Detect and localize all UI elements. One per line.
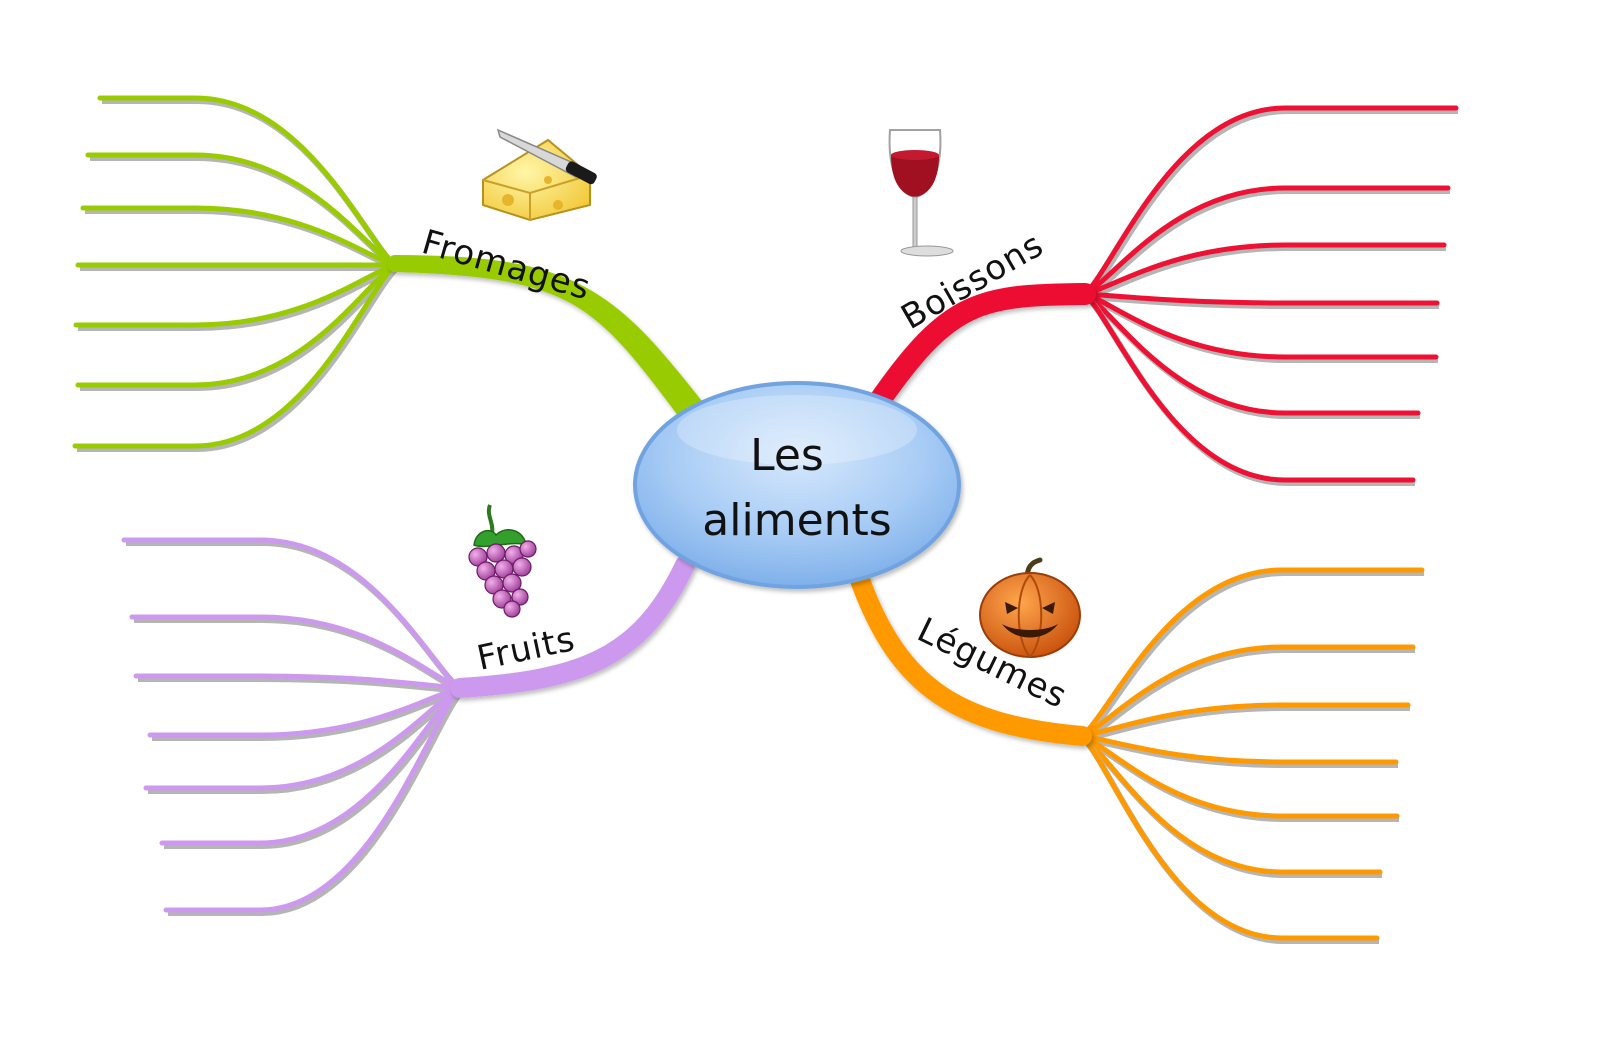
central-topic-line1: Les xyxy=(750,430,824,481)
fromages-sub-branch-shadow xyxy=(102,98,400,271)
boissons-sub-branch-shadow xyxy=(1086,245,1446,300)
pumpkin-icon xyxy=(979,557,1081,658)
boissons-sub-branch-4[interactable] xyxy=(1082,291,1440,306)
fromages-sub-branch-6[interactable] xyxy=(75,262,398,388)
legumes-sub-branch-6[interactable] xyxy=(1079,733,1383,875)
fromages-sub-branch-shadow xyxy=(85,208,398,271)
fromages-sub-branch-2[interactable] xyxy=(85,152,398,268)
fromages-sub-branch-shadow xyxy=(78,265,398,331)
fromages-main-branch[interactable] xyxy=(388,255,707,427)
legumes-main-branch[interactable] xyxy=(850,570,1092,746)
fruits-sub-branch-shadow xyxy=(168,688,465,916)
boissons-sub-branch-2[interactable] xyxy=(1082,185,1451,297)
fromages-sub-branch-1[interactable] xyxy=(97,95,398,268)
fruits-sub-branch-7[interactable] xyxy=(163,685,463,913)
boissons-sub-branch-5[interactable] xyxy=(1082,291,1439,360)
legumes-sub-branch-shadow xyxy=(1081,570,1424,742)
fruits-sub-branches xyxy=(121,537,465,916)
fromages-sub-branch-3[interactable] xyxy=(80,205,398,268)
boissons-sub-branch-shadow xyxy=(1086,294,1439,309)
fruits-sub-branch-1[interactable] xyxy=(121,537,463,691)
branch-label-boissons: Boissons xyxy=(895,225,1051,338)
legumes-sub-branch-shadow xyxy=(1083,705,1410,742)
cheese-icon xyxy=(482,128,597,222)
fruits-main-branch[interactable] xyxy=(450,555,695,698)
fruits-sub-branch-3[interactable] xyxy=(133,673,463,691)
legumes-sub-branch-2[interactable] xyxy=(1079,644,1416,739)
fruits-sub-branch-6[interactable] xyxy=(159,685,463,846)
grapes-icon xyxy=(468,504,537,618)
boissons-sub-branch-6[interactable] xyxy=(1082,291,1421,416)
central-topic[interactable]: Les aliments xyxy=(633,381,961,589)
wine-glass-icon xyxy=(888,129,954,257)
legumes-sub-branches xyxy=(1079,567,1425,944)
boissons-sub-branch-1[interactable] xyxy=(1082,105,1459,297)
branch-label-fromages: Fromages xyxy=(418,222,596,308)
fromages-sub-branch-7[interactable] xyxy=(72,262,398,449)
fruits-sub-branch-4[interactable] xyxy=(147,685,463,738)
legumes-sub-branch-3[interactable] xyxy=(1079,702,1411,739)
fromages-sub-branch-shadow xyxy=(77,265,400,452)
boissons-main-branch[interactable] xyxy=(869,283,1096,411)
boissons-sub-branch-3[interactable] xyxy=(1082,242,1447,297)
boissons-sub-branch-7[interactable] xyxy=(1082,291,1416,483)
legumes-sub-branch-5[interactable] xyxy=(1079,733,1400,819)
fromages-sub-branch-5[interactable] xyxy=(73,262,398,328)
legumes-sub-branch-4[interactable] xyxy=(1079,733,1399,765)
legumes-sub-branch-1[interactable] xyxy=(1079,567,1425,739)
fruits-sub-branch-5[interactable] xyxy=(143,685,463,791)
boissons-sub-branches xyxy=(1082,105,1459,486)
central-topic-line2: aliments xyxy=(702,495,891,546)
legumes-sub-branch-7[interactable] xyxy=(1079,733,1380,941)
fruits-sub-branch-2[interactable] xyxy=(129,614,463,691)
fromages-sub-branches xyxy=(72,95,400,452)
